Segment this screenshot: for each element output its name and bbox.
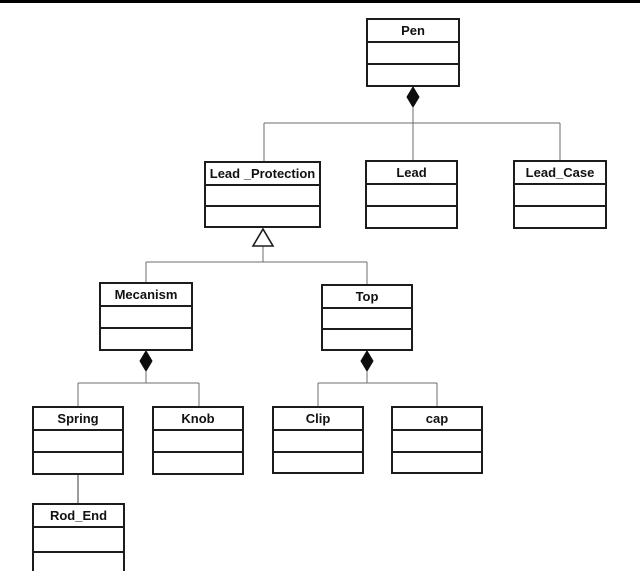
generalization-arrow-icon — [251, 227, 275, 247]
class-title: Clip — [274, 408, 362, 431]
attributes-compartment — [367, 185, 456, 207]
operations-compartment — [206, 207, 319, 226]
attributes-compartment — [274, 431, 362, 453]
class-title: Lead _Protection — [206, 163, 319, 186]
class-title: Top — [323, 286, 411, 309]
class-title: Spring — [34, 408, 122, 431]
attributes-compartment — [515, 185, 605, 207]
attributes-compartment — [101, 307, 191, 329]
uml-class-spring: Spring — [32, 406, 124, 475]
attributes-compartment — [368, 43, 458, 65]
attributes-compartment — [34, 528, 123, 553]
class-title: Rod_End — [34, 505, 123, 528]
operations-compartment — [368, 65, 458, 85]
uml-class-lead-case: Lead_Case — [513, 160, 607, 229]
class-title: cap — [393, 408, 481, 431]
uml-class-lead: Lead — [365, 160, 458, 229]
operations-compartment — [154, 453, 242, 473]
operations-compartment — [101, 329, 191, 349]
uml-class-pen: Pen — [366, 18, 460, 87]
operations-compartment — [274, 453, 362, 473]
operations-compartment — [34, 453, 122, 473]
composition-diamond-icon — [139, 350, 153, 372]
attributes-compartment — [323, 309, 411, 330]
class-title: Lead_Case — [515, 162, 605, 185]
operations-compartment — [367, 207, 456, 227]
operations-compartment — [393, 453, 481, 473]
uml-class-clip: Clip — [272, 406, 364, 474]
composition-diamond-icon — [406, 86, 420, 108]
attributes-compartment — [393, 431, 481, 453]
uml-class-lead-protection: Lead _Protection — [204, 161, 321, 228]
operations-compartment — [34, 553, 123, 571]
attributes-compartment — [206, 186, 319, 207]
class-title: Lead — [367, 162, 456, 185]
attributes-compartment — [34, 431, 122, 453]
top-border-bar — [0, 0, 640, 3]
composition-diamond-icon — [360, 350, 374, 372]
class-title: Mecanism — [101, 284, 191, 307]
uml-class-mecanism: Mecanism — [99, 282, 193, 351]
operations-compartment — [323, 330, 411, 349]
uml-class-knob: Knob — [152, 406, 244, 475]
uml-class-cap: cap — [391, 406, 483, 474]
operations-compartment — [515, 207, 605, 227]
uml-class-rod-end: Rod_End — [32, 503, 125, 571]
attributes-compartment — [154, 431, 242, 453]
class-title: Knob — [154, 408, 242, 431]
class-title: Pen — [368, 20, 458, 43]
uml-class-top: Top — [321, 284, 413, 351]
